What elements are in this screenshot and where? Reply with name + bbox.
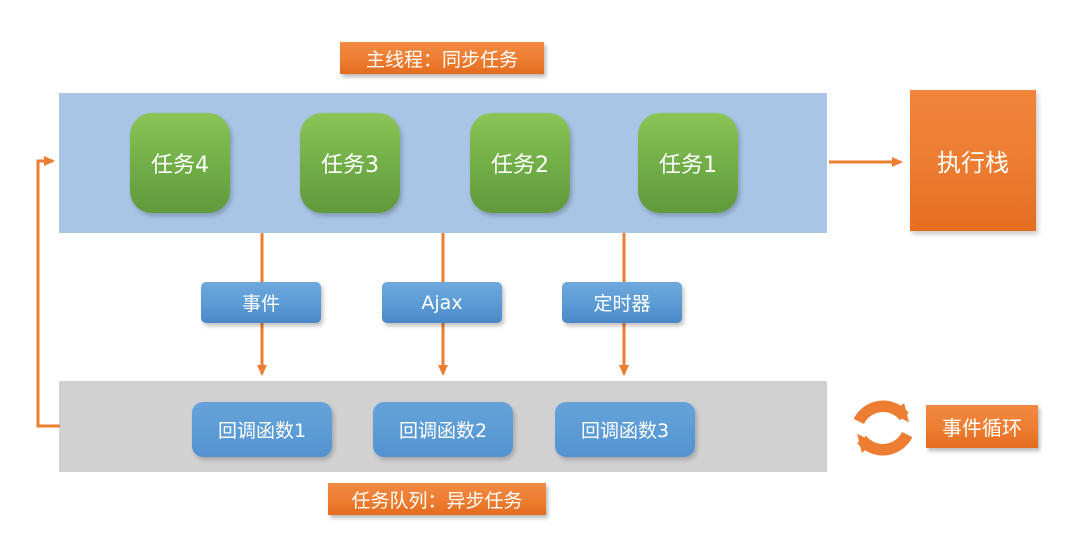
main-thread-caption: 主线程：同步任务 xyxy=(340,42,544,74)
callback-box-1: 回调函数1 xyxy=(192,402,332,457)
async-source-timer-box: 定时器 xyxy=(562,282,682,323)
arrow-queue-to-main xyxy=(36,156,60,428)
task-box-2: 任务2 xyxy=(470,113,570,213)
task-box-3: 任务3 xyxy=(300,113,400,213)
task-box-1: 任务1 xyxy=(638,113,738,213)
callback-box-2: 回调函数2 xyxy=(373,402,513,457)
event-loop-label: 事件循环 xyxy=(926,405,1038,448)
task-queue-caption: 任务队列：异步任务 xyxy=(328,483,546,515)
execution-stack-box: 执行栈 xyxy=(910,90,1036,231)
event-loop-cycle-icon xyxy=(853,400,913,456)
async-source-event-box: 事件 xyxy=(201,282,321,323)
callback-box-3: 回调函数3 xyxy=(555,402,695,457)
async-source-ajax-box: Ajax xyxy=(382,282,502,323)
task-box-4: 任务4 xyxy=(130,113,230,213)
